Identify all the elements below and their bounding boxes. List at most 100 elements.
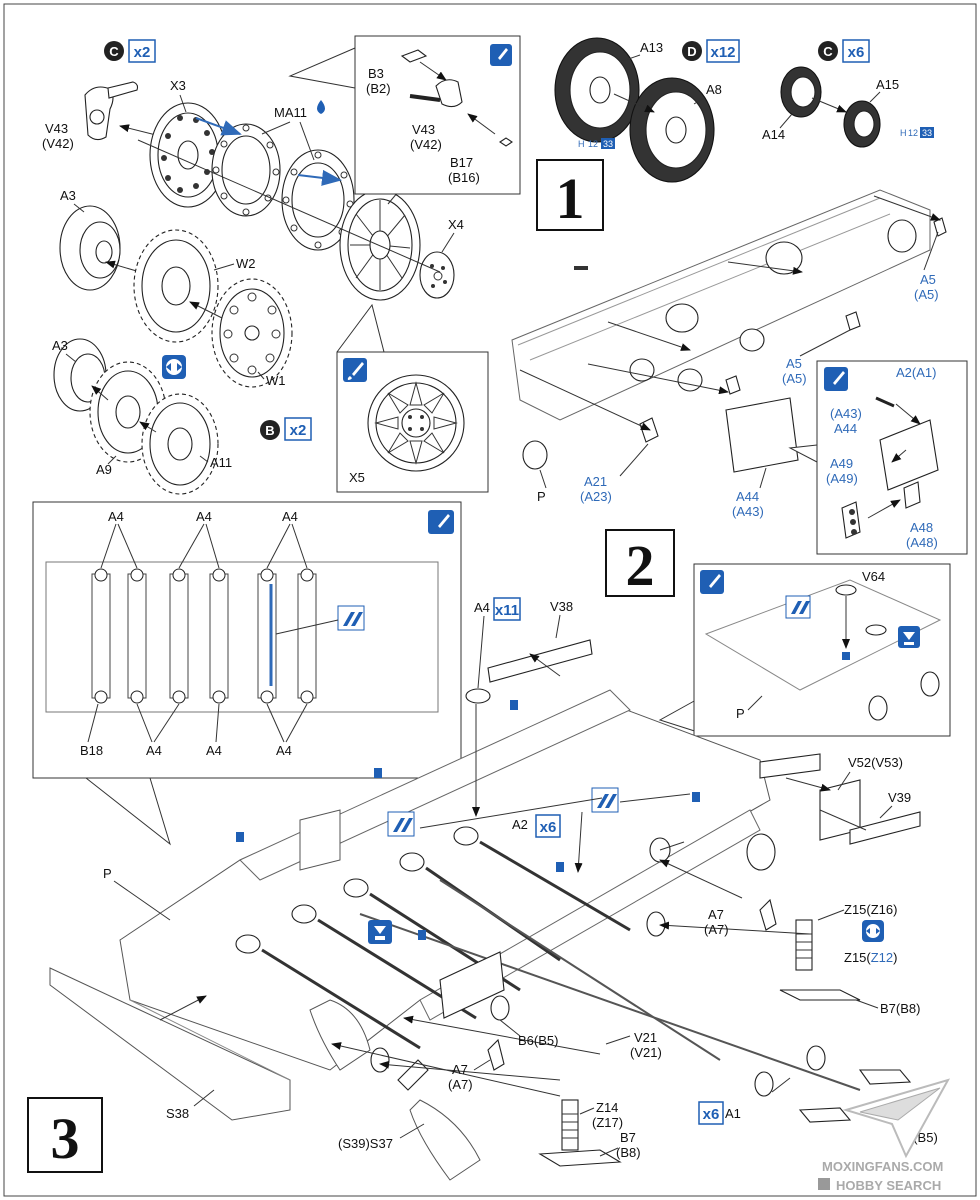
shock-absorbers [538, 919, 912, 1167]
label-a2-a1: A2(A1) [896, 365, 936, 380]
watermark-site: MOXINGFANS.COM [822, 1159, 943, 1174]
svg-text:H: H [900, 128, 907, 138]
label-b16: (B16) [448, 170, 480, 185]
blue-position-marks [236, 700, 700, 940]
page-frame [3, 3, 977, 1197]
glue-drop-icon [317, 100, 325, 114]
label-a8: A8 [706, 82, 722, 97]
step-2: 2 A5 (A5) A5 (A5) P A21 (A23) A44 (A43) [511, 189, 968, 598]
svg-text:x2: x2 [290, 422, 307, 439]
part-rollers-a14-a15 [780, 66, 881, 148]
decal-icon-3 [387, 811, 415, 837]
qty-badge-b-x2: B x2 [260, 417, 312, 441]
label-b3: B3 [368, 66, 384, 81]
label-a1: A1 [725, 1106, 741, 1121]
label-s38: S38 [166, 1106, 189, 1121]
inset-v64-detail: V64 P [658, 563, 951, 737]
label-a3-lower: A3 [52, 338, 68, 353]
label-a13: A13 [640, 40, 663, 55]
svg-text:x6: x6 [848, 44, 865, 61]
step-2-box [605, 529, 675, 597]
decal-icon-1 [337, 605, 365, 631]
label-b8: (B8) [616, 1145, 641, 1160]
qty-a1-x6: x6 [698, 1101, 724, 1125]
part-v43 [84, 81, 139, 141]
label-a49-alt: (A49) [826, 471, 858, 486]
step-1-box [536, 159, 604, 231]
label-v42: (V42) [42, 136, 74, 151]
label-x4: X4 [448, 217, 464, 232]
label-v52-v53: V52(V53) [848, 755, 903, 770]
label-a2-step3: A2 [512, 817, 528, 832]
qty-a2-x6: x6 [535, 814, 561, 838]
label-a7-2-alt: (A7) [448, 1077, 473, 1092]
part-w1-sprocket [211, 278, 293, 388]
part-ma11-rings [211, 123, 355, 251]
tire-code-a15: H 12 33 [900, 127, 934, 138]
label-a48: A48 [910, 520, 933, 535]
part-x3-hub [149, 102, 227, 208]
label-p-step2: P [537, 489, 546, 504]
paint-brush-icon [343, 358, 367, 382]
label-a43-inset: (A43) [830, 406, 862, 421]
label-a5: A5 [920, 272, 936, 287]
label-ma11: MA11 [274, 105, 307, 120]
svg-text:x12: x12 [710, 44, 735, 61]
label-p-step3: P [103, 866, 112, 881]
part-a3-hub-upper [59, 205, 121, 291]
paint-down-icon [368, 920, 392, 944]
label-a5-2: A5 [786, 356, 802, 371]
label-p-inset: P [736, 706, 745, 721]
hull-side-step2 [511, 189, 947, 473]
label-a4-1: A4 [108, 509, 124, 524]
svg-text:B: B [265, 423, 274, 438]
label-a44: A44 [736, 489, 759, 504]
step-1: 1 C x2 V43 (V42) [42, 35, 934, 495]
label-v21: V21 [634, 1030, 657, 1045]
decal-apply-icon [898, 626, 920, 648]
label-z17: (Z17) [592, 1115, 623, 1130]
label-a5-alt: (A5) [914, 287, 939, 302]
label-a7-alt: (A7) [704, 922, 729, 937]
step-1-number: 1 [556, 166, 585, 231]
svg-text:D: D [687, 44, 696, 59]
paint-brush-icon-5 [700, 570, 724, 594]
label-w2: W2 [236, 256, 256, 271]
label-a4-main: A4 [474, 600, 490, 615]
label-a14: A14 [762, 127, 785, 142]
label-a3-upper: A3 [60, 188, 76, 203]
paint-brush-icon-4 [428, 510, 454, 534]
label-a44-inset: A44 [834, 421, 857, 436]
label-s39-s37: (S39)S37 [338, 1136, 393, 1151]
label-v38: V38 [550, 599, 573, 614]
label-v64: V64 [862, 569, 885, 584]
svg-text:x6: x6 [703, 1106, 720, 1123]
step-3-box [27, 1097, 103, 1173]
label-a23: (A23) [580, 489, 612, 504]
label-b18: B18 [80, 743, 103, 758]
label-a48-alt: (A48) [906, 535, 938, 550]
svg-text:33: 33 [603, 139, 613, 149]
assembly-arrows-step3 [159, 653, 867, 1097]
label-a49: A49 [830, 456, 853, 471]
part-x5-wheel [339, 189, 421, 301]
watermark-brand: HOBBY SEARCH [836, 1178, 941, 1193]
step-2-number: 2 [626, 533, 655, 598]
part-w2-sprocket [133, 229, 219, 343]
inset-a4-top-view: A4 A4 A4 B18 A4 A4 A4 [32, 501, 462, 846]
qty-a4-x11: x11 [493, 597, 521, 621]
label-v43-inset: V43 [412, 122, 435, 137]
label-a21: A21 [584, 474, 607, 489]
label-z14: Z14 [596, 1100, 618, 1115]
label-b17: B17 [450, 155, 473, 170]
qty-badge-c-x2: C x2 [104, 39, 156, 63]
watermark-logo-icon [818, 1178, 830, 1190]
label-a43: (A43) [732, 504, 764, 519]
label-a4-4: A4 [146, 743, 162, 758]
svg-text:C: C [109, 44, 119, 59]
qty-badge-c-x6: C x6 [818, 39, 870, 63]
label-b7-b8: B7(B8) [880, 1001, 920, 1016]
decal-icon-2 [785, 595, 811, 619]
